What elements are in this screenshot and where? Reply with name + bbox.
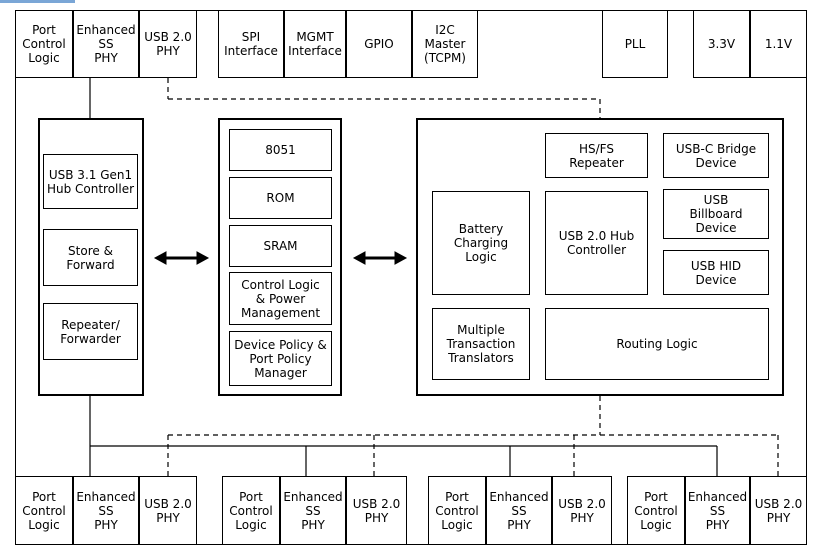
usbc-bridge-device: USB-C Bridge Device xyxy=(663,133,769,178)
left-arrow-head-left xyxy=(153,251,167,265)
pll-block: PLL xyxy=(602,10,668,78)
sram-block: SRAM xyxy=(229,225,332,267)
usb20-hub-controller: USB 2.0 Hub Controller xyxy=(545,191,648,295)
device-port-policy-manager: Device Policy & Port Policy Manager xyxy=(229,331,332,386)
port4-usb20-phy: USB 2.0 PHY xyxy=(750,476,807,545)
port2-control-logic: Port Control Logic xyxy=(222,476,280,545)
mcu-panel xyxy=(218,118,342,396)
port1-control-logic: Port Control Logic xyxy=(15,476,73,545)
left-arrow-head-right xyxy=(196,251,210,265)
port4-control-logic: Port Control Logic xyxy=(627,476,685,545)
top-port-control-logic: Port Control Logic xyxy=(15,10,73,78)
supply-3v3-block: 3.3V xyxy=(693,10,750,78)
usb-billboard-device: USB Billboard Device xyxy=(663,189,769,239)
top-usb20-phy: USB 2.0 PHY xyxy=(139,10,197,78)
i2c-master-block: I2C Master (TCPM) xyxy=(412,10,478,78)
port3-usb20-phy: USB 2.0 PHY xyxy=(552,476,612,545)
store-and-forward: Store & Forward xyxy=(43,229,138,286)
port2-usb20-phy: USB 2.0 PHY xyxy=(346,476,407,545)
routing-logic: Routing Logic xyxy=(545,308,769,380)
spi-interface: SPI Interface xyxy=(218,10,284,78)
gpio-block: GPIO xyxy=(346,10,412,78)
rom-block: ROM xyxy=(229,177,332,219)
control-logic-power-mgmt: Control Logic & Power Management xyxy=(229,272,332,325)
usb-hid-device: USB HID Device xyxy=(663,250,769,295)
port3-control-logic: Port Control Logic xyxy=(428,476,486,545)
usb2-hub-panel xyxy=(416,118,784,396)
hsfs-repeater: HS/FS Repeater xyxy=(545,133,648,178)
port3-enhanced-ss-phy: Enhanced SS PHY xyxy=(486,476,552,545)
usb31-hub-controller: USB 3.1 Gen1 Hub Controller xyxy=(43,154,138,209)
battery-charging-logic: Battery Charging Logic xyxy=(432,191,530,295)
ss-hub-panel xyxy=(38,118,144,396)
right-arrow-head-right xyxy=(394,251,408,265)
port4-enhanced-ss-phy: Enhanced SS PHY xyxy=(685,476,750,545)
repeater-forwarder: Repeater/ Forwarder xyxy=(43,303,138,360)
port1-usb20-phy: USB 2.0 PHY xyxy=(139,476,197,545)
top-accent-bar xyxy=(0,0,75,3)
mgmt-interface: MGMT Interface xyxy=(284,10,346,78)
multiple-transaction-translators: Multiple Transaction Translators xyxy=(432,308,530,380)
cpu-8051: 8051 xyxy=(229,129,332,171)
port1-enhanced-ss-phy: Enhanced SS PHY xyxy=(73,476,139,545)
right-arrow-head-left xyxy=(352,251,366,265)
top-enhanced-ss-phy: Enhanced SS PHY xyxy=(73,10,139,78)
port2-enhanced-ss-phy: Enhanced SS PHY xyxy=(280,476,346,545)
supply-1v1-block: 1.1V xyxy=(750,10,807,78)
